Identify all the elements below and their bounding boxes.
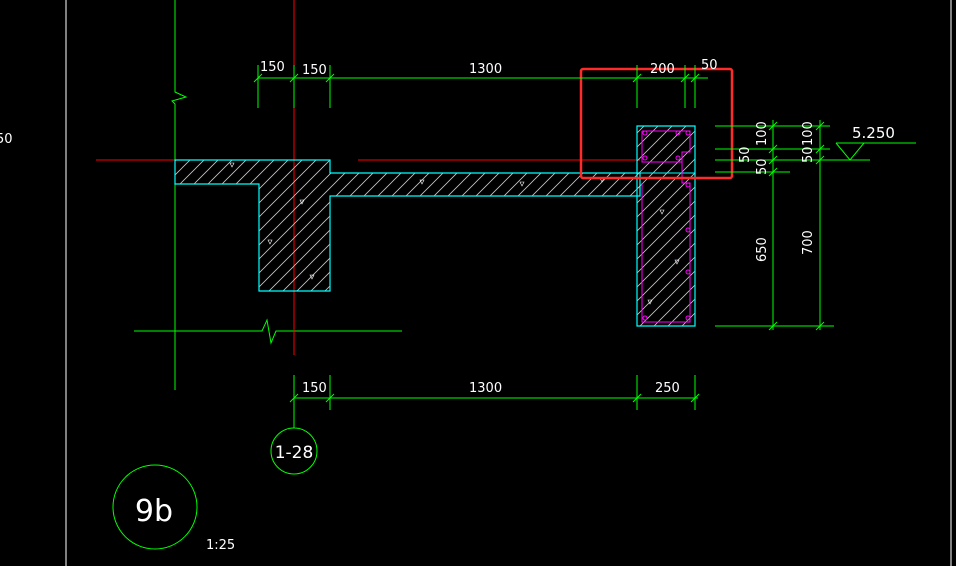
bottom-dim-1: 150 (302, 381, 327, 396)
top-dim-1: 150 (260, 60, 285, 75)
scale-label: 1:25 (206, 538, 235, 553)
detail-bubble-icon (112, 464, 198, 550)
ground-break-line (134, 318, 402, 345)
top-dim-4: 200 (650, 62, 675, 77)
bottom-dim-3: 250 (655, 381, 680, 396)
right-dimension-chains (715, 120, 870, 331)
right-inner-dim-2: 50 (738, 146, 753, 163)
elevation-label: 5.250 (852, 124, 895, 142)
axis-bubble-label: 1-28 (275, 443, 314, 463)
concrete-edge-beam (636, 125, 696, 327)
wall-break-line (171, 0, 188, 390)
left-edge-label: 50 (0, 132, 13, 147)
right-inner-dim-1: 100 (755, 121, 770, 146)
bottom-dimension-chain (289, 375, 700, 420)
right-inner-dim-4: 650 (755, 237, 770, 262)
edge-beam-rebar (641, 130, 691, 323)
highlight-box (579, 67, 734, 180)
concrete-slab-and-beam (174, 159, 641, 292)
top-dim-2: 150 (302, 63, 327, 78)
concrete-aggregate-marks (229, 162, 680, 305)
right-inner-dim-3: 50 (755, 158, 770, 175)
right-outer-dim-1: 100 (801, 121, 816, 146)
axis-bubble-icon (270, 427, 318, 475)
top-dimension-chain (253, 65, 708, 108)
detail-number-label: 9b (135, 494, 173, 529)
top-dim-3: 1300 (469, 62, 502, 77)
elevation-marker-icon (835, 142, 916, 161)
right-outer-dim-3: 700 (801, 230, 816, 255)
top-dim-5: 50 (701, 58, 718, 73)
bottom-dim-2: 1300 (469, 381, 502, 396)
right-outer-dim-2: 50 (801, 146, 816, 163)
